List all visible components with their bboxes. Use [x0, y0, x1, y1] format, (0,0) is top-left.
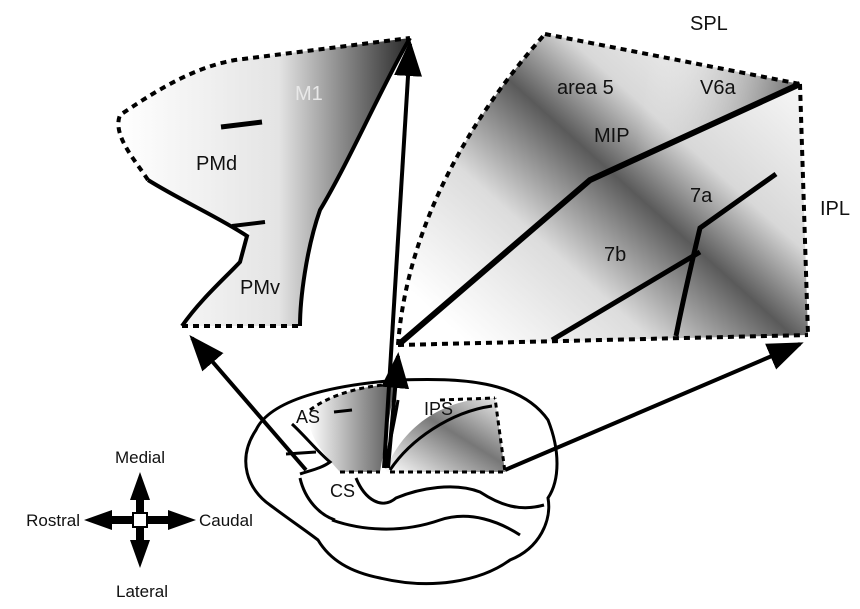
spl-label: SPL	[690, 13, 728, 35]
area7b-label: 7b	[604, 244, 626, 266]
compass-rostral-label: Rostral	[26, 511, 80, 530]
cs-label: CS	[330, 481, 355, 501]
parietal-region: SPL IPL area 5 V6a MIP 7a 7b	[398, 13, 850, 345]
ips-label: IPS	[424, 399, 453, 419]
area7a-label: 7a	[690, 185, 713, 207]
orientation-compass: Medial Lateral Rostral Caudal	[26, 448, 253, 601]
arrow-to-ipl	[505, 344, 800, 470]
m1-label: M1	[295, 83, 323, 105]
compass-center	[133, 513, 147, 527]
compass-lateral-label: Lateral	[116, 582, 168, 601]
compass-arrow-left	[84, 510, 140, 530]
pmd-label: PMd	[196, 153, 237, 175]
compass-medial-label: Medial	[115, 448, 165, 467]
mip-label: MIP	[594, 125, 630, 147]
ipl-label: IPL	[820, 198, 850, 220]
brain-contour	[246, 379, 557, 583]
v6a-label: V6a	[700, 77, 736, 99]
compass-arrow-right	[140, 510, 196, 530]
area5-label: area 5	[557, 77, 614, 99]
compass-caudal-label: Caudal	[199, 511, 253, 530]
as-label: AS	[296, 407, 320, 427]
brain-principal-sulcus	[334, 410, 352, 412]
brain-outline: AS CS IPS	[246, 379, 557, 583]
pmv-label: PMv	[240, 277, 280, 299]
frontal-region: M1 PMd PMv	[118, 38, 410, 326]
